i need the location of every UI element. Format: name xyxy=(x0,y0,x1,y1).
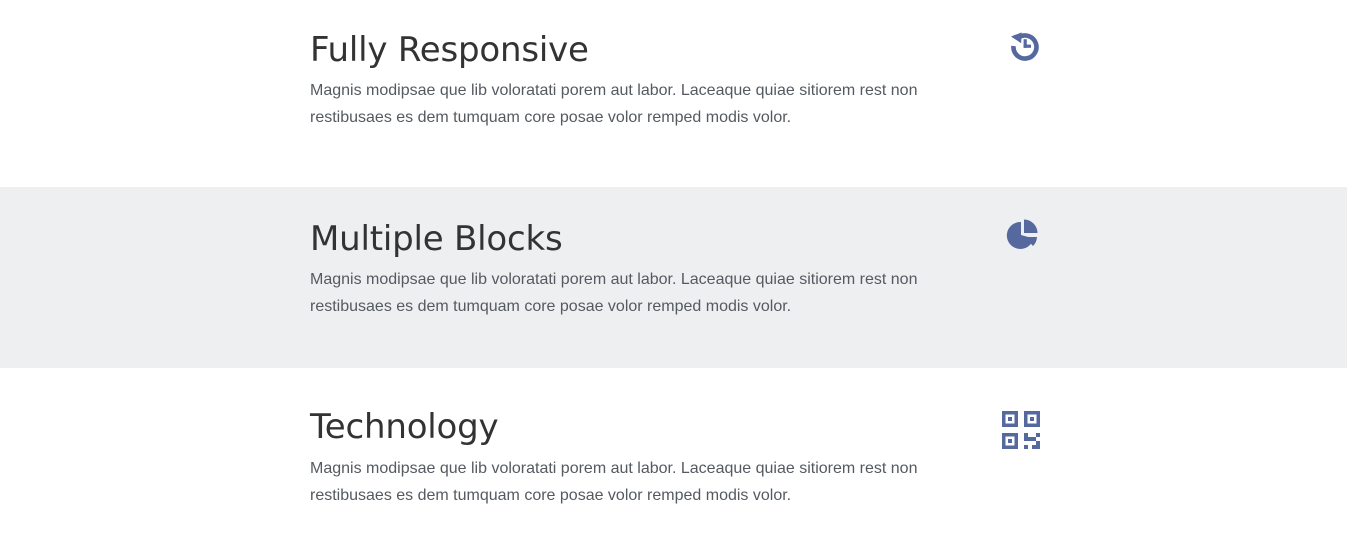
feature-section-fully-responsive: Fully Responsive Magnis modipsae que lib… xyxy=(0,0,1347,187)
feature-title: Multiple Blocks xyxy=(310,219,563,259)
feature-section-multiple-blocks: Multiple Blocks Magnis modipsae que lib … xyxy=(0,187,1347,368)
feature-title: Technology xyxy=(310,407,499,447)
feature-description: Magnis modipsae que lib voloratati porem… xyxy=(310,271,918,315)
qr-code-icon xyxy=(1002,411,1040,449)
feature-section-technology: Technology Magnis modipsae que lib volor… xyxy=(0,368,1347,559)
history-icon xyxy=(1011,32,1039,61)
feature-description: Magnis modipsae que lib voloratati porem… xyxy=(310,82,918,126)
feature-title: Fully Responsive xyxy=(310,30,589,70)
pie-chart-icon xyxy=(1006,219,1038,249)
feature-description: Magnis modipsae que lib voloratati porem… xyxy=(310,460,918,504)
